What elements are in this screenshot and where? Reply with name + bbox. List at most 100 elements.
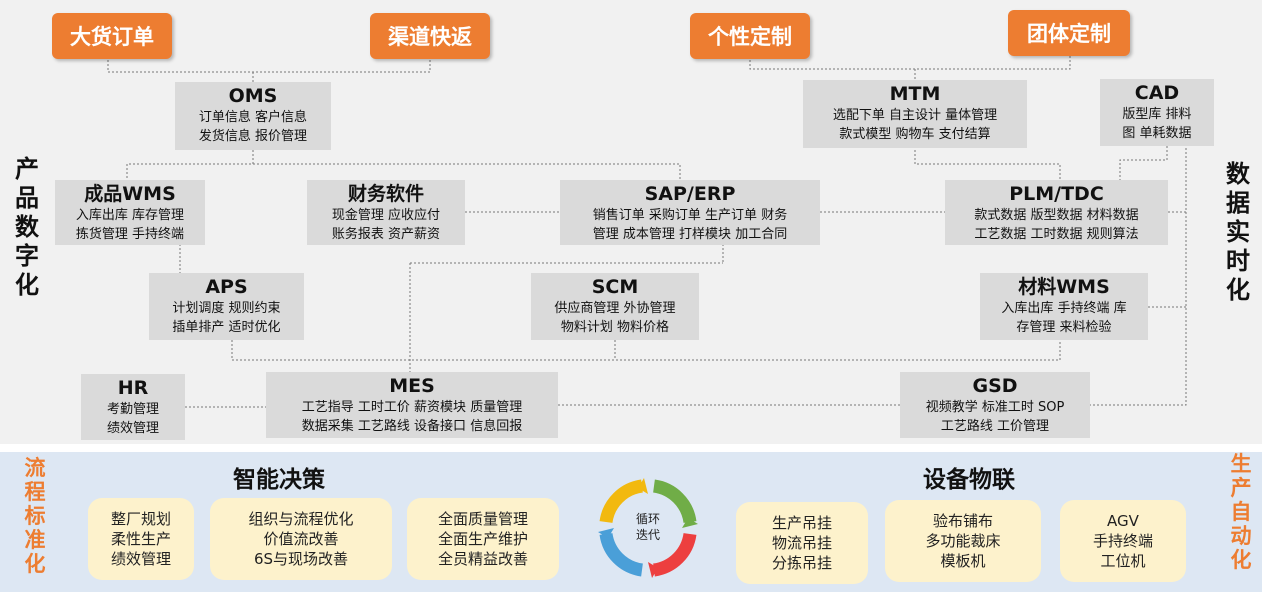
aps-title: APS — [205, 276, 248, 298]
label-char: 数 — [15, 213, 39, 241]
device-item: 工位机 — [1100, 552, 1146, 570]
label-char: 化 — [15, 271, 39, 299]
channel-quick-return-button[interactable]: 渠道快返 — [370, 13, 490, 59]
device-item: 物流吊挂 — [771, 534, 832, 552]
oms-box: OMS 订单信息 客户信息 发货信息 报价管理 — [175, 82, 331, 150]
plm-tdc-box: PLM/TDC 款式数据 版型数据 材料数据 工艺数据 工时数据 规则算法 — [945, 180, 1168, 245]
cycle-iteration-icon — [598, 478, 698, 578]
decision-item: 价值流改善 — [263, 530, 339, 548]
device-box: AGV 手持终端 工位机 — [1060, 500, 1186, 582]
cad-box: CAD 版型库 排料 图 单耗数据 — [1100, 79, 1214, 146]
label-char: 时 — [1226, 247, 1250, 275]
device-item: 验布铺布 — [932, 512, 993, 530]
aps-line: 计划调度 规则约束 — [172, 301, 281, 316]
decision-item: 绩效管理 — [110, 550, 171, 568]
device-item: AGV — [1107, 512, 1139, 530]
mes-box: MES 工艺指导 工时工价 薪资模块 质量管理 数据采集 工艺路线 设备接口 信… — [266, 372, 558, 438]
label-data-realtime: 数 据 实 时 化 — [1223, 160, 1253, 305]
plm-tdc-line: 款式数据 版型数据 材料数据 — [974, 208, 1139, 223]
sap-erp-box: SAP/ERP 销售订单 采购订单 生产订单 财务 管理 成本管理 打样模块 加… — [560, 180, 820, 245]
gsd-line: 视频教学 标准工时 SOP — [925, 400, 1065, 415]
label-char: 产 — [1230, 476, 1252, 500]
bulk-order-button[interactable]: 大货订单 — [52, 13, 172, 59]
hr-line: 考勤管理 — [106, 402, 159, 417]
device-item: 模板机 — [940, 552, 986, 570]
decision-item: 全员精益改善 — [437, 550, 528, 568]
label-char: 流 — [24, 456, 46, 480]
decision-box: 整厂规划 柔性生产 绩效管理 — [88, 498, 194, 580]
label-char: 自 — [1230, 500, 1252, 524]
label-char: 产 — [15, 155, 39, 183]
material-wms-line: 存管理 来料检验 — [1016, 320, 1112, 335]
sap-erp-line: 销售订单 采购订单 生产订单 财务 — [592, 208, 788, 223]
device-item: 生产吊挂 — [771, 514, 832, 532]
label-process-standardization: 流 程 标 准 化 — [20, 456, 50, 576]
label-char: 据 — [1226, 189, 1250, 217]
mtm-box: MTM 选配下单 自主设计 量体管理 款式模型 购物车 支付结算 — [803, 80, 1027, 148]
decision-item: 6S与现场改善 — [253, 550, 349, 568]
product-wms-line: 入库出库 库存管理 — [75, 208, 185, 223]
material-wms-line: 入库出库 手持终端 库 — [1001, 301, 1127, 316]
device-box: 验布铺布 多功能裁床 模板机 — [885, 500, 1041, 582]
aps-box: APS 计划调度 规则约束 插单排产 适时优化 — [149, 273, 304, 340]
label-char: 化 — [24, 552, 46, 576]
decision-box: 组织与流程优化 价值流改善 6S与现场改善 — [210, 498, 392, 580]
mes-title: MES — [389, 375, 435, 397]
plm-tdc-title: PLM/TDC — [1009, 183, 1104, 205]
material-wms-box: 材料WMS 入库出库 手持终端 库 存管理 来料检验 — [980, 273, 1148, 340]
label-char: 动 — [1230, 524, 1252, 548]
device-item: 手持终端 — [1092, 532, 1153, 550]
scm-line: 供应商管理 外协管理 — [554, 301, 676, 316]
mes-line: 数据采集 工艺路线 设备接口 信息回报 — [301, 419, 523, 434]
personalized-custom-button[interactable]: 个性定制 — [690, 13, 810, 59]
mtm-title: MTM — [889, 83, 941, 105]
oms-line: 发货信息 报价管理 — [198, 129, 308, 144]
smart-decision-title: 智能决策 — [233, 467, 325, 493]
aps-line: 插单排产 适时优化 — [172, 320, 281, 335]
device-iot-title: 设备物联 — [923, 467, 1015, 493]
label-production-automation: 生 产 自 动 化 — [1226, 452, 1256, 572]
finance-line: 现金管理 应收应付 — [331, 208, 441, 223]
label-char: 标 — [24, 504, 46, 528]
device-item: 分拣吊挂 — [771, 554, 832, 572]
label-char: 字 — [15, 242, 39, 270]
cad-title: CAD — [1134, 82, 1180, 104]
device-item: 多功能裁床 — [925, 532, 1001, 550]
decision-item: 整厂规划 — [110, 510, 171, 528]
gsd-title: GSD — [972, 375, 1018, 397]
label-char: 化 — [1226, 276, 1250, 304]
product-wms-line: 拣货管理 手持终端 — [75, 227, 185, 242]
oms-title: OMS — [228, 85, 278, 107]
scm-title: SCM — [591, 276, 639, 298]
product-wms-box: 成品WMS 入库出库 库存管理 拣货管理 手持终端 — [55, 180, 205, 245]
oms-line: 订单信息 客户信息 — [198, 110, 308, 125]
label-product-digitalization: 产 品 数 字 化 — [12, 155, 42, 300]
finance-title: 财务软件 — [347, 183, 424, 205]
mtm-line: 选配下单 自主设计 量体管理 — [832, 108, 998, 123]
cycle-label: 循环 迭代 — [628, 511, 668, 543]
label-char: 化 — [1230, 548, 1252, 572]
cycle-label-line: 迭代 — [635, 528, 660, 542]
decision-item: 全面生产维护 — [437, 530, 528, 548]
label-char: 生 — [1230, 452, 1252, 476]
cycle-label-line: 循环 — [635, 512, 660, 526]
hr-box: HR 考勤管理 绩效管理 — [81, 374, 185, 440]
gsd-line: 工艺路线 工价管理 — [940, 419, 1050, 434]
mes-line: 工艺指导 工时工价 薪资模块 质量管理 — [301, 400, 523, 415]
product-wms-title: 成品WMS — [84, 183, 176, 205]
scm-line: 物料计划 物料价格 — [560, 320, 670, 335]
hr-line: 绩效管理 — [106, 421, 159, 436]
panel-separator — [0, 444, 1262, 452]
gsd-box: GSD 视频教学 标准工时 SOP 工艺路线 工价管理 — [900, 372, 1090, 438]
sap-erp-line: 管理 成本管理 打样模块 加工合同 — [592, 227, 788, 242]
group-custom-button[interactable]: 团体定制 — [1008, 10, 1130, 56]
mtm-line: 款式模型 购物车 支付结算 — [839, 127, 991, 142]
decision-item: 组织与流程优化 — [248, 510, 354, 528]
cad-line: 版型库 排料 — [1122, 107, 1192, 122]
decision-item: 柔性生产 — [110, 530, 171, 548]
material-wms-title: 材料WMS — [1018, 276, 1110, 298]
plm-tdc-line: 工艺数据 工时数据 规则算法 — [974, 227, 1139, 242]
hr-title: HR — [117, 377, 149, 399]
label-char: 准 — [24, 528, 46, 552]
